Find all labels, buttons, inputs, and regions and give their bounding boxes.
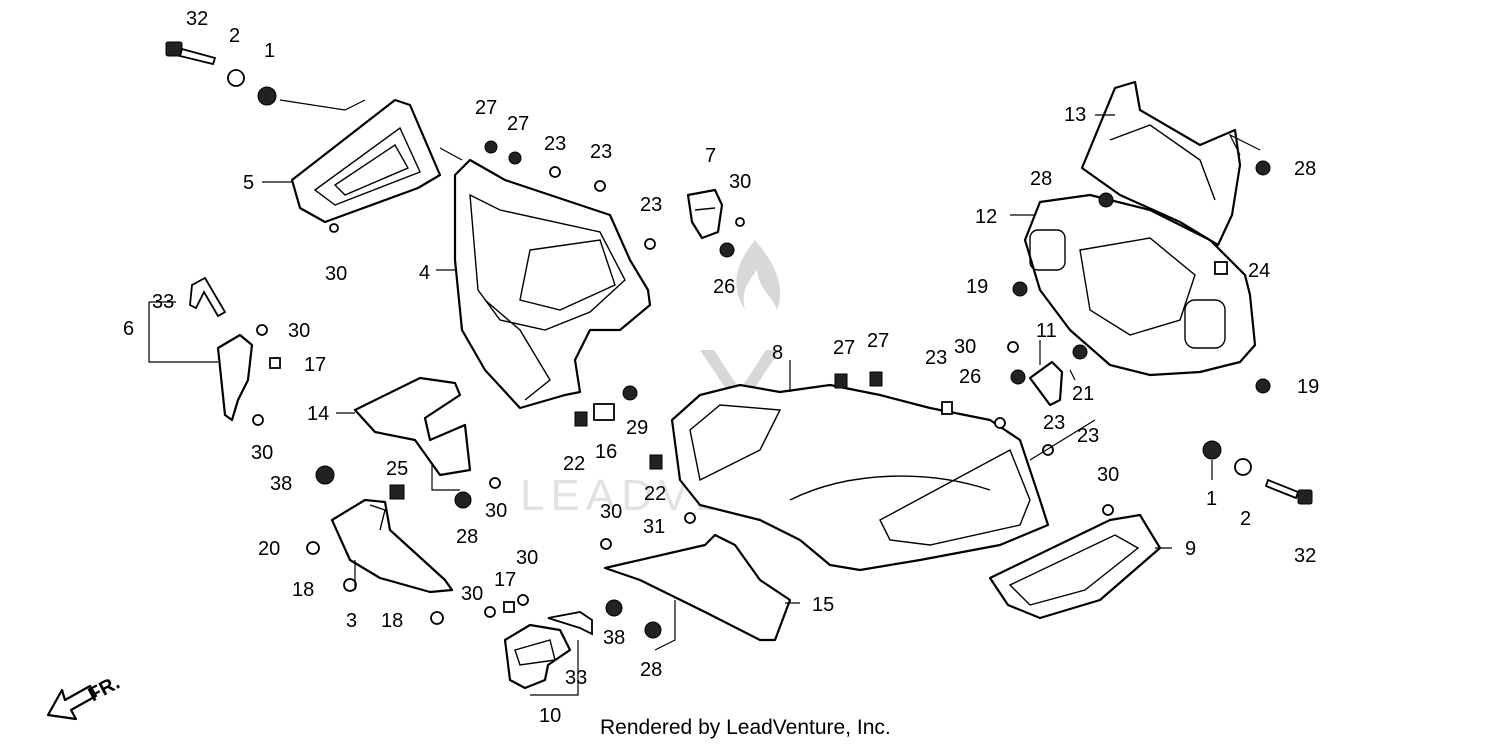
callout: 22	[644, 483, 666, 505]
callout: 30	[600, 501, 622, 523]
callout: 30	[729, 171, 751, 193]
part-5-inner-pocket	[290, 98, 442, 224]
fastener-hardware	[165, 41, 1313, 639]
part-9-right-pocket	[988, 513, 1162, 620]
callout: 27	[475, 97, 497, 119]
callout: 30	[288, 320, 310, 342]
part-14-duct	[353, 376, 472, 477]
part-13-upper-cover	[1080, 80, 1242, 247]
callout: 24	[1248, 260, 1270, 282]
callout: 32	[186, 8, 208, 30]
callout-labels: 32 2 1 5 30 4 27 27 23 23 23 7 30 26 33 …	[123, 8, 1319, 727]
callout: 28	[456, 526, 478, 548]
callout: 28	[640, 659, 662, 681]
callout: 6	[123, 318, 134, 340]
callout: 33	[565, 667, 587, 689]
callout: 33	[152, 291, 174, 313]
callout: 2	[1240, 508, 1251, 530]
part-4-inner-frame	[453, 158, 652, 410]
callout: 17	[494, 569, 516, 591]
callout: 26	[713, 276, 735, 298]
callout: 23	[1077, 425, 1099, 447]
callout: 15	[812, 594, 834, 616]
callout: 28	[1294, 158, 1316, 180]
part-3-lower-cover	[330, 498, 454, 594]
callout: 38	[603, 627, 625, 649]
callout: 27	[867, 330, 889, 352]
callout: 23	[925, 347, 947, 369]
callout: 21	[1072, 383, 1094, 405]
callout: 23	[590, 141, 612, 163]
callout: 12	[975, 206, 997, 228]
callout: 14	[307, 403, 329, 425]
callout: 19	[966, 276, 988, 298]
callout: 1	[264, 40, 275, 62]
callout: 25	[386, 458, 408, 480]
callout: 29	[626, 417, 648, 439]
callout: 30	[1097, 464, 1119, 486]
callout: 3	[346, 610, 357, 632]
callout: 8	[772, 342, 783, 364]
callout: 2	[229, 25, 240, 47]
callout: 26	[959, 366, 981, 388]
callout: 27	[833, 337, 855, 359]
part-10-mirror-cover	[503, 611, 593, 690]
callout: 38	[270, 473, 292, 495]
front-arrow-icon	[46, 684, 98, 721]
callout: 31	[643, 516, 665, 538]
callout: 32	[1294, 545, 1316, 567]
callout: 18	[292, 579, 314, 601]
callout: 30	[516, 547, 538, 569]
callout: 5	[243, 172, 254, 194]
callout: 27	[507, 113, 529, 135]
callout: 7	[705, 145, 716, 167]
callout: 13	[1064, 104, 1086, 126]
callout: 30	[461, 583, 483, 605]
callout: 10	[539, 705, 561, 727]
callout: 19	[1297, 376, 1319, 398]
callout: 30	[485, 500, 507, 522]
callout: 23	[1043, 412, 1065, 434]
part-11-clip	[1028, 360, 1064, 407]
part-15-lower-panel	[603, 533, 792, 642]
part-7-bracket	[686, 188, 724, 240]
callout: 22	[563, 453, 585, 475]
part-8-front-fairing	[670, 383, 1050, 572]
part-6-side-cover	[189, 276, 254, 422]
callout: 17	[304, 354, 326, 376]
callout: 20	[258, 538, 280, 560]
callout: 23	[544, 133, 566, 155]
callout: 28	[1030, 168, 1052, 190]
front-direction-indicator: FR.	[46, 672, 124, 721]
leader-lines	[148, 99, 1261, 696]
callout: 1	[1206, 488, 1217, 510]
callout: 9	[1185, 538, 1196, 560]
callout: 4	[419, 262, 430, 284]
callout: 30	[251, 442, 273, 464]
callout: 30	[954, 336, 976, 358]
front-label: FR.	[85, 672, 124, 707]
callout: 11	[1036, 320, 1057, 342]
credit-text: Rendered by LeadVenture, Inc.	[600, 716, 891, 739]
callout: 23	[640, 194, 662, 216]
callout: 16	[595, 441, 617, 463]
callout: 30	[325, 263, 347, 285]
callout: 18	[381, 610, 403, 632]
